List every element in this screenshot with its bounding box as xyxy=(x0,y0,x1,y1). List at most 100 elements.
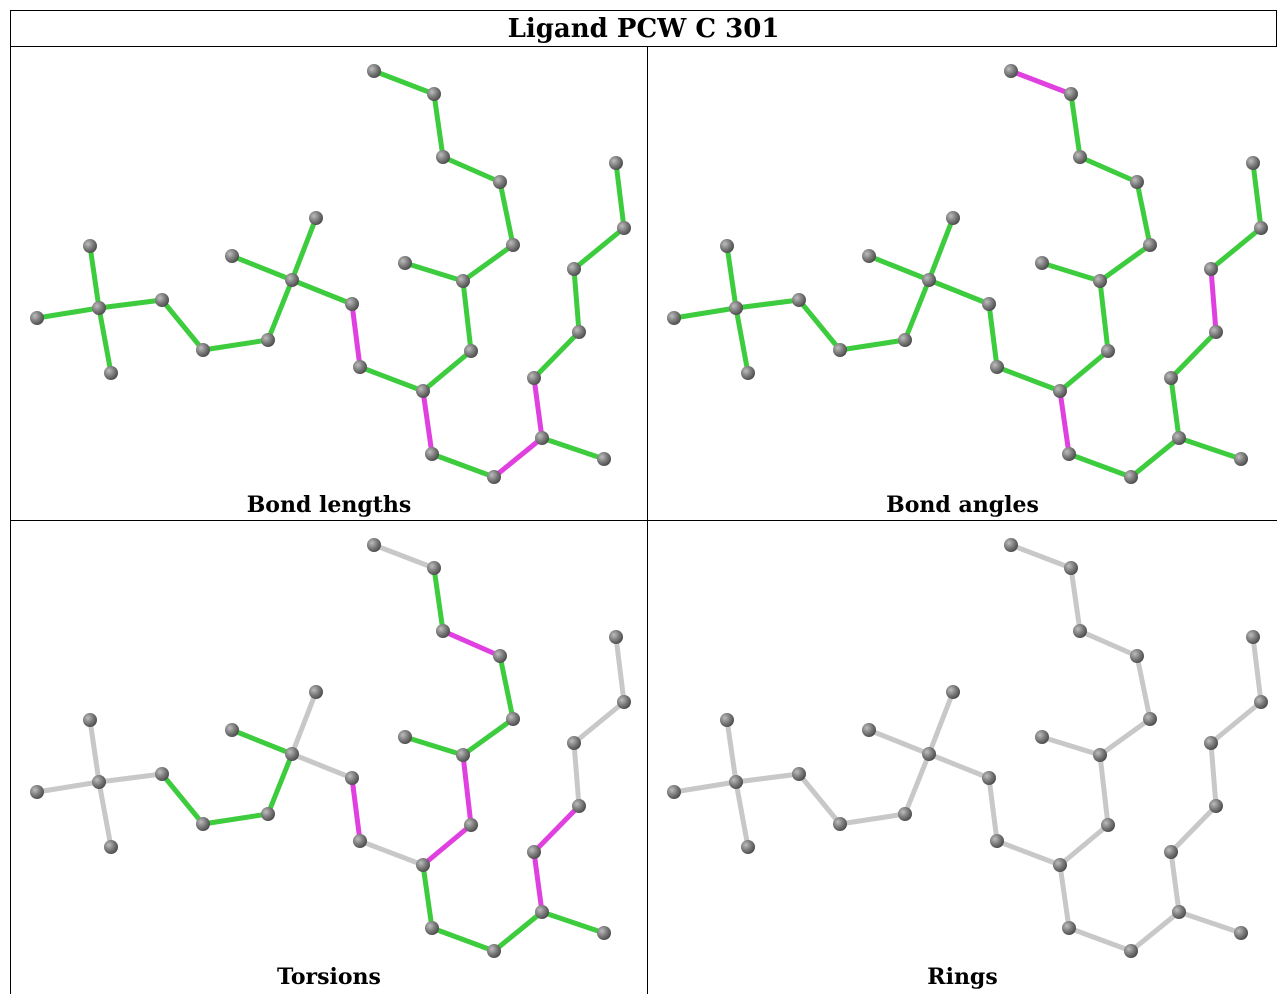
atom xyxy=(572,325,586,339)
bond xyxy=(613,634,627,705)
bond xyxy=(986,775,1000,844)
atom xyxy=(493,175,507,189)
bond xyxy=(371,68,437,97)
atom xyxy=(898,333,912,347)
bond xyxy=(1097,716,1153,758)
bond xyxy=(1066,925,1134,954)
atom xyxy=(535,431,549,445)
atom xyxy=(792,293,806,307)
atom xyxy=(922,747,936,761)
atom xyxy=(946,211,960,225)
bond xyxy=(460,278,474,354)
bond xyxy=(289,689,319,757)
atom xyxy=(597,452,611,466)
atom xyxy=(1172,905,1186,919)
atom xyxy=(667,785,681,799)
bond xyxy=(159,297,206,353)
atom xyxy=(597,926,611,940)
figure-title: Ligand PCW C 301 xyxy=(10,10,1277,47)
bond xyxy=(531,329,582,381)
bond xyxy=(733,297,802,311)
bond xyxy=(1208,266,1219,335)
bond xyxy=(1208,225,1264,272)
bond xyxy=(420,862,435,931)
bond xyxy=(289,215,319,283)
atom xyxy=(1035,256,1049,270)
atom xyxy=(436,624,450,638)
bond xyxy=(1057,822,1111,868)
atom xyxy=(487,470,501,484)
atom xyxy=(1254,221,1268,235)
bond xyxy=(796,297,843,353)
atom xyxy=(1164,371,1178,385)
atom xyxy=(345,771,359,785)
panel-bond-angles: Bond angles xyxy=(648,47,1277,521)
bond xyxy=(96,297,165,311)
bond xyxy=(431,91,446,160)
atom xyxy=(425,447,439,461)
bond xyxy=(200,811,271,827)
atom xyxy=(1073,150,1087,164)
bond xyxy=(539,435,607,462)
bond xyxy=(671,779,739,795)
bond xyxy=(1128,435,1182,480)
atom xyxy=(567,262,581,276)
bond xyxy=(994,838,1063,868)
atom xyxy=(609,630,623,644)
bond xyxy=(1128,909,1182,954)
atom xyxy=(946,685,960,699)
atom xyxy=(1254,695,1268,709)
atom xyxy=(309,685,323,699)
bond xyxy=(96,779,114,850)
bond xyxy=(431,565,446,634)
atom xyxy=(720,239,734,253)
bond xyxy=(497,179,516,248)
atom xyxy=(617,695,631,709)
molecule-bond-lengths xyxy=(30,64,631,484)
atom xyxy=(1101,344,1115,358)
atom xyxy=(1204,736,1218,750)
panel-torsions: Torsions xyxy=(10,521,648,994)
bond xyxy=(289,277,355,307)
atom xyxy=(367,538,381,552)
atom xyxy=(425,921,439,935)
atom xyxy=(30,785,44,799)
atom xyxy=(92,301,106,315)
atom xyxy=(456,748,470,762)
atom xyxy=(1062,447,1076,461)
panel-bond-lengths: Bond lengths xyxy=(10,47,648,521)
bond xyxy=(349,775,363,844)
bond xyxy=(420,388,435,457)
atom xyxy=(741,366,755,380)
bond xyxy=(1168,803,1219,855)
bond xyxy=(926,751,992,781)
atom xyxy=(367,64,381,78)
atom xyxy=(1062,921,1076,935)
bond xyxy=(229,253,295,283)
atom xyxy=(1073,624,1087,638)
atom xyxy=(567,736,581,750)
atom xyxy=(1093,274,1107,288)
bond xyxy=(1097,752,1111,828)
bond xyxy=(1008,542,1074,571)
atom xyxy=(506,238,520,252)
atom xyxy=(155,767,169,781)
bond xyxy=(96,771,165,785)
atom xyxy=(487,944,501,958)
bond xyxy=(531,375,545,441)
atom xyxy=(1246,630,1260,644)
bond xyxy=(902,277,932,343)
atom xyxy=(1130,649,1144,663)
bond xyxy=(1097,278,1111,354)
atom xyxy=(30,311,44,325)
bond xyxy=(994,364,1063,394)
atom xyxy=(427,561,441,575)
bond xyxy=(34,779,102,795)
bond xyxy=(926,215,956,283)
bond xyxy=(571,225,627,272)
atom xyxy=(416,384,430,398)
bond xyxy=(429,925,497,954)
validation-figure: Ligand PCW C 301 Bond lengths Bond angle… xyxy=(10,10,1277,994)
atom xyxy=(261,333,275,347)
atom xyxy=(398,256,412,270)
